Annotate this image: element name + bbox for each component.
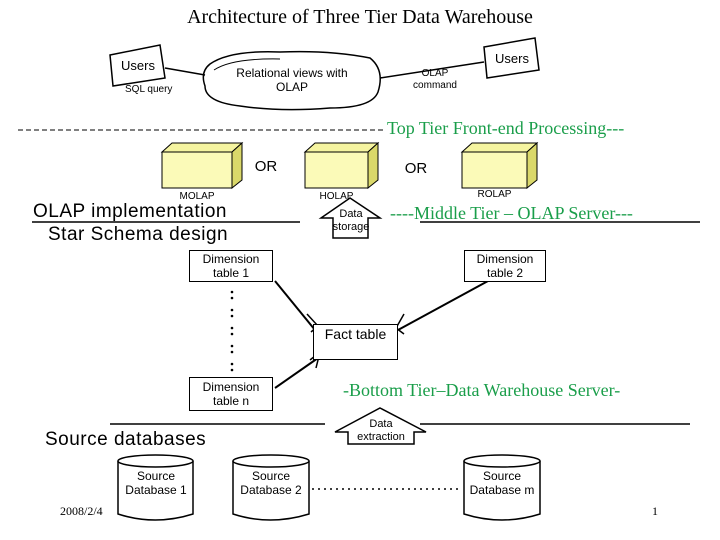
users-right-label: Users [495, 51, 529, 66]
dimension-table-2: Dimension table 2 [464, 250, 546, 282]
or-label-1: OR [254, 158, 278, 175]
olap-command-label: OLAP command [413, 68, 457, 91]
dimension-table-1: Dimension table 1 [189, 250, 273, 282]
page-title: Architecture of Three Tier Data Warehous… [187, 6, 533, 28]
rolap-label: ROLAP [477, 189, 512, 200]
source-databases-label: Source databases [45, 429, 207, 450]
sql-query-label: SQL query [125, 84, 173, 95]
footer-page-number: 1 [652, 504, 658, 518]
molap-label: MOLAP [179, 191, 215, 202]
bottom-tier-heading: -Bottom Tier–Data Warehouse Server- [343, 380, 621, 400]
olap-implementation-label: OLAP implementation [33, 201, 227, 222]
data-storage-arrow [318, 197, 383, 239]
users-left-label: Users [121, 58, 155, 73]
molap-cube [160, 141, 244, 190]
dbm-cylinder [463, 454, 541, 521]
or-label-2: OR [404, 160, 428, 177]
db1-cylinder [117, 454, 194, 521]
olap-command-connector [379, 61, 485, 79]
top-tier-heading: Top Tier Front-end Processing--- [387, 118, 625, 138]
data-extraction-label: Data extraction [357, 418, 405, 443]
cloud-label: Relational views with OLAP [236, 66, 348, 94]
source-db-1-label: Source Database 1 [125, 469, 187, 497]
users-right-page [483, 37, 540, 79]
source-db-2-label: Source Database 2 [240, 469, 302, 497]
sql-query-connector [164, 67, 206, 76]
dim2-fact-link [397, 280, 489, 331]
dim1-fact-link [274, 280, 316, 331]
middle-tier-heading: ----Middle Tier – OLAP Server--- [390, 203, 633, 223]
rolap-cube [460, 141, 539, 190]
footer-date: 2008/2/4 [60, 504, 103, 518]
data-extraction-arrow [334, 407, 427, 445]
cloud-shape [202, 50, 381, 111]
fact-table: Fact table [313, 324, 398, 360]
dimension-ellipsis [230, 290, 234, 372]
holap-cube [303, 141, 380, 190]
db2-cylinder [232, 454, 310, 521]
dimn-fact-link [274, 357, 319, 389]
source-db-m-label: Source Database m [469, 469, 535, 497]
star-schema-label: Star Schema design [48, 224, 229, 245]
data-storage-label: Data storage [332, 208, 370, 233]
holap-label: HOLAP [319, 191, 354, 202]
dimension-table-n: Dimension table n [189, 377, 273, 411]
users-left-page [109, 44, 166, 87]
